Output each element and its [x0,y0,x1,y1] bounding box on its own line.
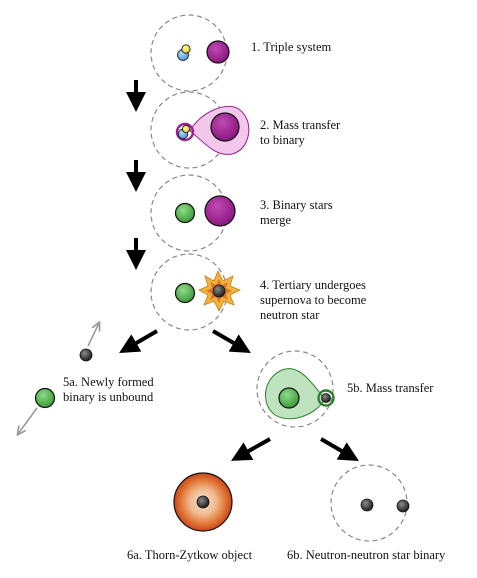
label-stage-5b: 5b. Mass transfer [347,381,433,396]
label-stage-2-line-2: to binary [260,133,305,147]
label-stage-2-line-1: 2. Mass transfer [260,118,341,132]
arrow-5b-to-6b [319,437,359,462]
merged-star-green [174,282,196,304]
stage-2-mass-transfer [150,91,250,169]
green-star [34,387,56,409]
label-stage-4-line-3: neutron star [260,308,320,322]
stage-6a-tzo [173,472,233,532]
stage-1-triple-system [150,14,230,92]
stage-3-merge [150,174,236,252]
stage-6b-ns-binary [330,464,410,542]
label-stage-1-line-1: 1. Triple system [251,40,332,54]
label-stage-6b-line-1: 6b. Neutron-neutron star binary [287,548,446,562]
flow-arrows [119,80,359,462]
label-stage-5a-line-1: 5a. Newly formed [63,375,154,389]
arrow-4-to-5b [211,329,251,354]
tertiary-star-magenta [206,40,230,64]
label-stage-5a-line-2: binary is unbound [63,390,154,404]
stage-5a-unbound [18,323,99,434]
stage-5b-mass-transfer [256,350,335,428]
accretion-disk [317,389,335,407]
label-stage-4-line-2: supernova to become [260,293,367,307]
velocity-arrow-green-star [18,407,38,434]
tertiary-star-magenta [204,195,236,227]
label-stage-3-line-1: 3. Binary stars [260,198,333,212]
label-stage-2: 2. Mass transfer to binary [260,118,340,148]
label-stage-5b-line-1: 5b. Mass transfer [347,381,434,395]
label-stage-3: 3. Binary stars merge [260,198,333,228]
label-stage-6a-line-1: 6a. Thorn-Zytkow object [127,548,253,562]
label-stage-6b: 6b. Neutron-neutron star binary [287,548,445,563]
neutron-star [212,284,226,298]
accretion-ring [175,122,195,142]
neutron-star-b [396,499,410,513]
inner-star-yellow [181,125,190,134]
inner-star-yellow [181,44,191,54]
label-stage-4: 4. Tertiary undergoes supernova to becom… [260,278,366,323]
tzo-core-neutron-star [196,495,210,509]
neutron-star [321,393,331,403]
arrow-4-to-5a [119,329,159,354]
neutron-star [79,348,93,362]
orbit-5b [256,350,334,428]
arrow-5b-to-6a [231,437,271,461]
neutron-star-a [360,498,374,512]
label-stage-4-line-1: 4. Tertiary undergoes [260,278,366,292]
label-stage-5a: 5a. Newly formed binary is unbound [63,375,154,405]
label-stage-1: 1. Triple system [251,40,331,55]
label-stage-3-line-2: merge [260,213,292,227]
label-stage-6a: 6a. Thorn-Zytkow object [127,548,252,563]
velocity-arrow-neutron-star [87,323,99,347]
donor-star-green [278,387,300,409]
donor-star-magenta [210,112,240,142]
merged-star-green [174,202,196,224]
stage-4-supernova [150,253,241,331]
